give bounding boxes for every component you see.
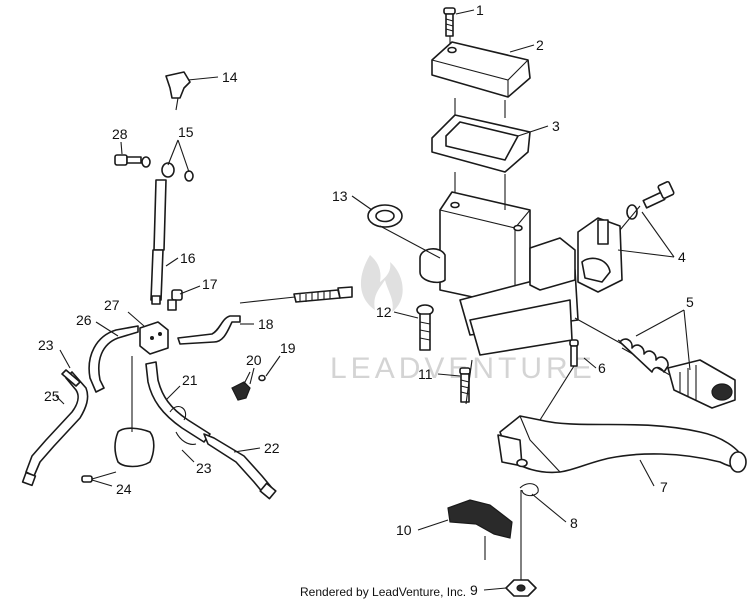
watermark-flame-icon: [360, 255, 403, 312]
part-12-screw: [416, 304, 434, 351]
part-16-hose: [150, 179, 167, 305]
part-27-tee-block: [139, 321, 169, 355]
callout-12: 12: [376, 304, 392, 320]
callout-22: 22: [264, 440, 280, 456]
part-10-lock: [447, 499, 513, 539]
part-23-hose-clamp: [61, 369, 81, 387]
part-11-screw: [459, 367, 471, 403]
callout-18: 18: [258, 316, 274, 332]
part-7-lever: [497, 415, 747, 474]
part-18-cable: [177, 286, 353, 345]
part-22-hose: [203, 433, 277, 500]
part-19-clip: [258, 374, 266, 382]
part-4-bolt-washer: [626, 180, 675, 220]
callout-23-upper: 23: [38, 337, 54, 353]
part-14-fitting: [165, 71, 191, 111]
callout-25: 25: [44, 388, 60, 404]
callout-13: 13: [332, 188, 348, 204]
part-26-hose: [88, 325, 139, 393]
alignment-lines: [379, 36, 641, 580]
callout-5: 5: [686, 294, 694, 310]
callout-17: 17: [202, 276, 218, 292]
callout-6: 6: [598, 360, 606, 376]
part-8-spring: [519, 483, 539, 497]
callout-2: 2: [536, 37, 544, 53]
leader-lines: [55, 9, 691, 591]
part-6-pin: [569, 339, 579, 367]
callout-23-lower: 23: [196, 460, 212, 476]
part-13-seal: [367, 204, 403, 228]
callout-8: 8: [570, 515, 578, 531]
callout-19: 19: [280, 340, 296, 356]
part-21-hose: [145, 361, 211, 445]
part-1-screw: [443, 7, 456, 37]
callout-28: 28: [112, 126, 128, 142]
callout-1: 1: [476, 2, 484, 18]
callout-10: 10: [396, 522, 412, 538]
part-3-gasket: [431, 114, 531, 173]
part-28-bolt: [114, 154, 142, 166]
part-24-bracket: [81, 356, 155, 483]
callout-26: 26: [76, 312, 92, 328]
part-25-hose: [21, 371, 89, 487]
callout-14: 14: [222, 69, 238, 85]
part-4-clamp: [577, 217, 623, 293]
callout-16: 16: [180, 250, 196, 266]
callout-15: 15: [178, 124, 194, 140]
callout-20: 20: [246, 352, 262, 368]
master-cylinder-body: [419, 191, 579, 356]
callout-11: 11: [418, 366, 433, 382]
part-2-cover: [431, 41, 531, 98]
callouts: 1 2 3 4 5 6 7 8 9 10 11 12 13 14 15 16 1…: [38, 2, 694, 598]
part-15-washers: [141, 156, 194, 182]
footer-credit: Rendered by LeadVenture, Inc.: [300, 585, 466, 599]
callout-3: 3: [552, 118, 560, 134]
part-17-bolt: [167, 289, 183, 311]
part-5-spring-piston: [617, 338, 736, 409]
callout-7: 7: [660, 479, 668, 495]
callout-9: 9: [470, 582, 478, 598]
callout-24: 24: [116, 481, 132, 497]
callout-4: 4: [678, 249, 686, 265]
callout-27: 27: [104, 297, 120, 313]
part-9-nut: [505, 579, 537, 597]
part-20-clip: [231, 371, 251, 401]
callout-21: 21: [182, 372, 198, 388]
